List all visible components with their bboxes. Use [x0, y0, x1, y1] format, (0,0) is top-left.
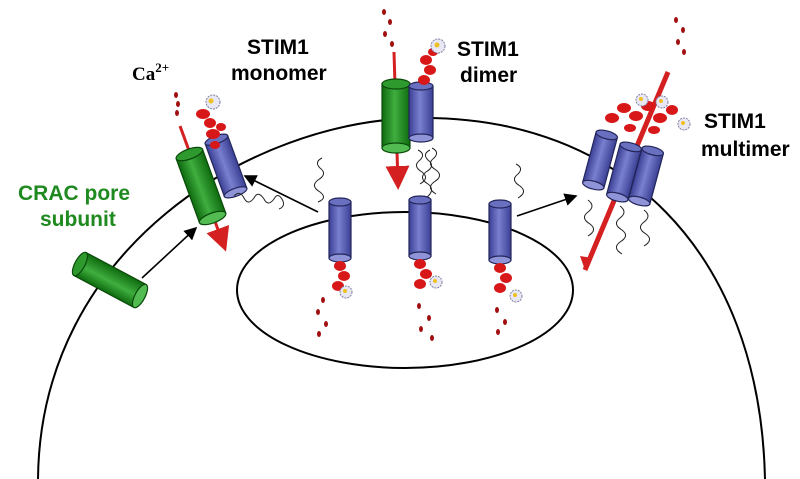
stim1-monomer-label-line1: STIM1	[247, 36, 309, 59]
crac-pore-subunit-free	[71, 251, 149, 309]
stim1-monomer-complex	[175, 94, 284, 252]
stim1-resting-middle	[408, 147, 443, 289]
trafficking-arrows	[141, 175, 578, 279]
calcium-ions	[174, 9, 686, 341]
stim1-resting-right	[488, 163, 524, 303]
stim1-multimer-label-line2: multimer	[701, 138, 790, 161]
ca-label: Ca2+	[132, 60, 169, 85]
crac-pore-label-line2: subunit	[40, 208, 116, 231]
stim1-dimer-label-line1: STIM1	[457, 38, 519, 61]
stim1-multimer-label-line1: STIM1	[704, 110, 766, 133]
stim1-multimer-complex	[580, 71, 691, 271]
stim1-dimer-complex	[381, 38, 446, 199]
ca-label-base: Ca	[132, 64, 156, 85]
stim1-dimer-label-line2: dimer	[460, 64, 517, 87]
endoplasmic-reticulum	[236, 211, 574, 369]
ca-label-sup: 2+	[155, 60, 169, 75]
stim1-resting-left	[314, 157, 353, 299]
crac-pore-label-line1: CRAC pore	[18, 182, 130, 205]
stim1-monomer-label-line2: monomer	[231, 62, 327, 85]
